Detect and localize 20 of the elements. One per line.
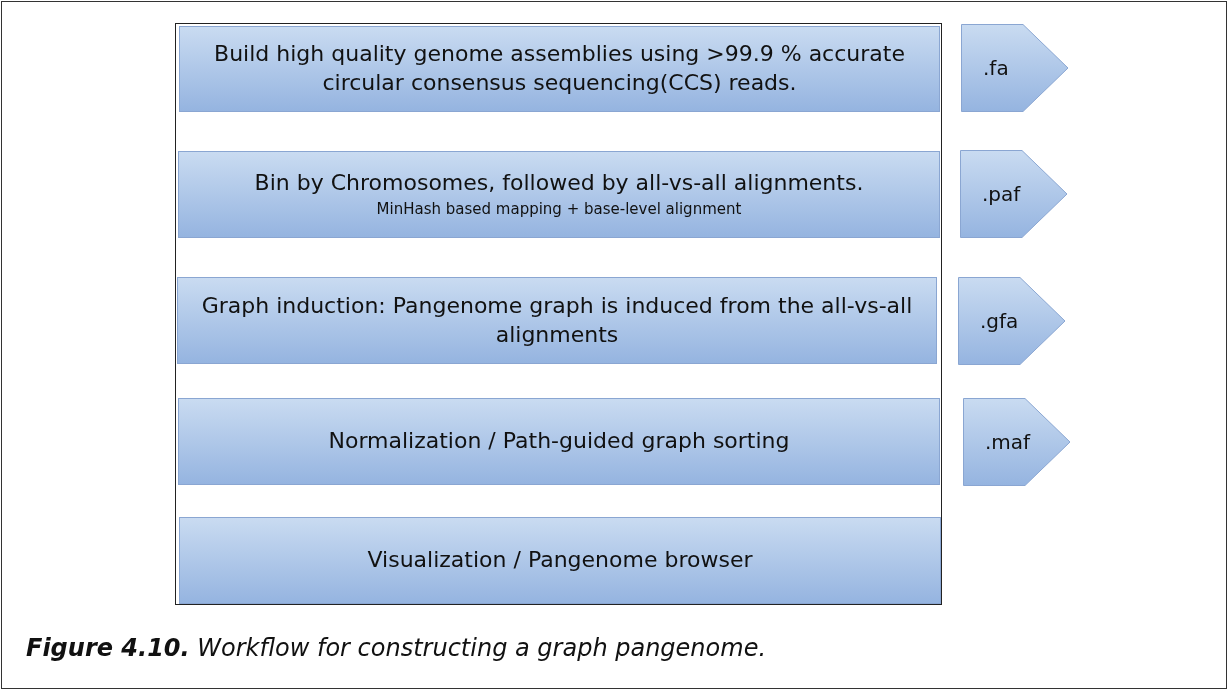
step-title: Visualization / Pangenome browser [367,546,753,575]
file-format-tag [960,150,1068,238]
file-extension-label: .gfa [980,309,1019,333]
step-detail: MinHash based mapping + base-level alignment [376,200,742,220]
process-box [179,26,940,112]
process-box [177,277,937,364]
file-format-tag [961,24,1069,112]
process-box [178,398,940,485]
step-title: Bin by Chromosomes, followed by all-vs-all alignments. [254,169,864,198]
step-title: Graph induction: Pangenome graph is induced from the all-vs-all alignments [200,291,914,349]
process-box [178,151,940,238]
process-box [179,517,941,604]
figure-caption: Figure 4.10. Workflow for constructing a graph pangenome. [26,634,767,662]
file-extension-label: .paf [982,182,1021,206]
step-title: Normalization / Path-guided graph sorting [328,427,790,456]
file-format-tag [963,398,1071,486]
file-format-tag [958,277,1066,365]
file-extension-label: .fa [983,56,1009,80]
file-extension-label: .maf [985,430,1031,454]
step-title: Build high quality genome assemblies using >99.9 % accurate circular consensus sequencing(CCS) reads. [213,40,906,97]
